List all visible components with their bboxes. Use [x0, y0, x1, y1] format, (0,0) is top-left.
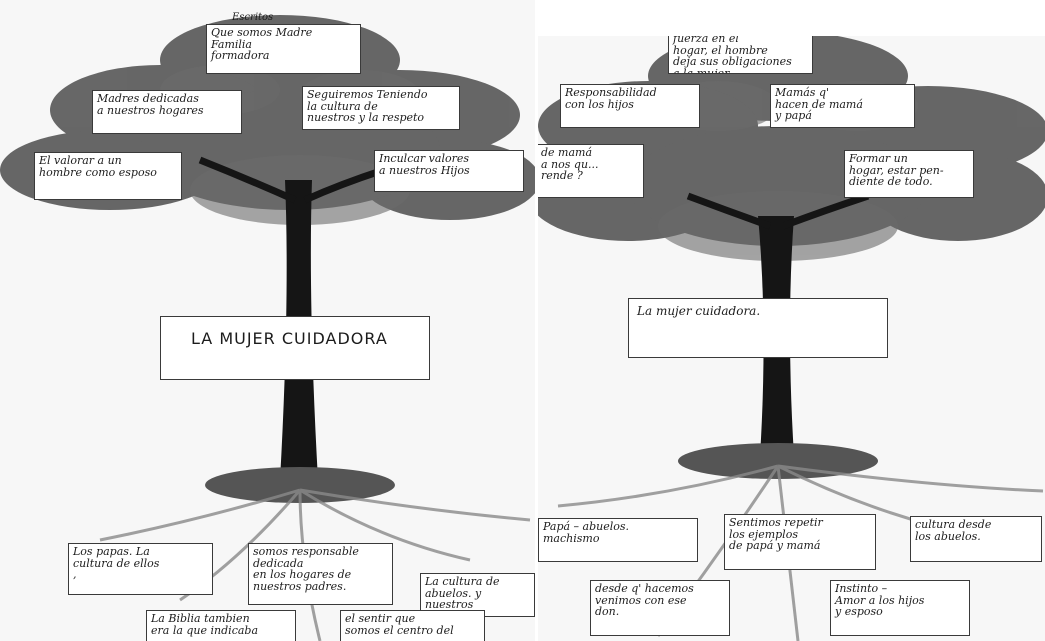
card-mujer-cuidadora-right: La mujer cuidadora. — [628, 298, 888, 358]
card-mamas-papa: Mamás q' hacen de mamá y papá — [770, 84, 915, 128]
card-biblia: La Biblia tambien era la que indicaba — [146, 610, 296, 641]
left-top-label: Escritos — [232, 12, 274, 23]
card-madre-familia: Que somos Madre Familia formadora — [206, 24, 361, 74]
card-papa-abuelos: Papá – abuelos. machismo — [538, 518, 698, 562]
card-mujer-cuidadora: LA MUJER CUIDADORA — [160, 316, 430, 380]
right-tree-panel: fuerza en el hogar, el hombre deja sus o… — [538, 36, 1045, 641]
card-sentir-centro: el sentir que somos el centro del — [340, 610, 485, 641]
card-fuerza-hogar: fuerza en el hogar, el hombre deja sus o… — [668, 36, 813, 74]
card-cultura-desde-abuelos: cultura desde los abuelos. — [910, 516, 1042, 562]
left-tree-panel: Escritos Que somos Madre Familia formado… — [0, 12, 535, 641]
card-de-mama: de mamá a nos qu... rende ? — [538, 144, 644, 198]
card-cultura-abuelos: La cultura de abuelos. y nuestros bisabu… — [420, 573, 535, 617]
card-formar-hogar: Formar un hogar, estar pen- diente de to… — [844, 150, 974, 198]
card-somos-responsable: somos responsable dedicada en los hogare… — [248, 543, 393, 605]
card-desde-hacemos: desde q' hacemos venimos con ese don. — [590, 580, 730, 636]
card-sentimos-repetir: Sentimos repetir los ejemplos de papá y … — [724, 514, 876, 570]
card-madres-dedicadas: Madres dedicadas a nuestros hogares — [92, 90, 242, 134]
card-valorar-hombre: El valorar a un hombre como esposo — [34, 152, 182, 200]
card-inculcar-valores: Inculcar valores a nuestros Hijos — [374, 150, 524, 192]
card-instinto: Instinto – Amor a los hijos y esposo — [830, 580, 970, 636]
card-seguiremos-cultura: Seguiremos Teniendo la cultura de nuestr… — [302, 86, 460, 130]
card-responsabilidad-hijos: Responsabilidad con los hijos — [560, 84, 700, 128]
panel-divider — [535, 0, 538, 641]
card-los-papas: Los papas. La cultura de ellos , — [68, 543, 213, 595]
